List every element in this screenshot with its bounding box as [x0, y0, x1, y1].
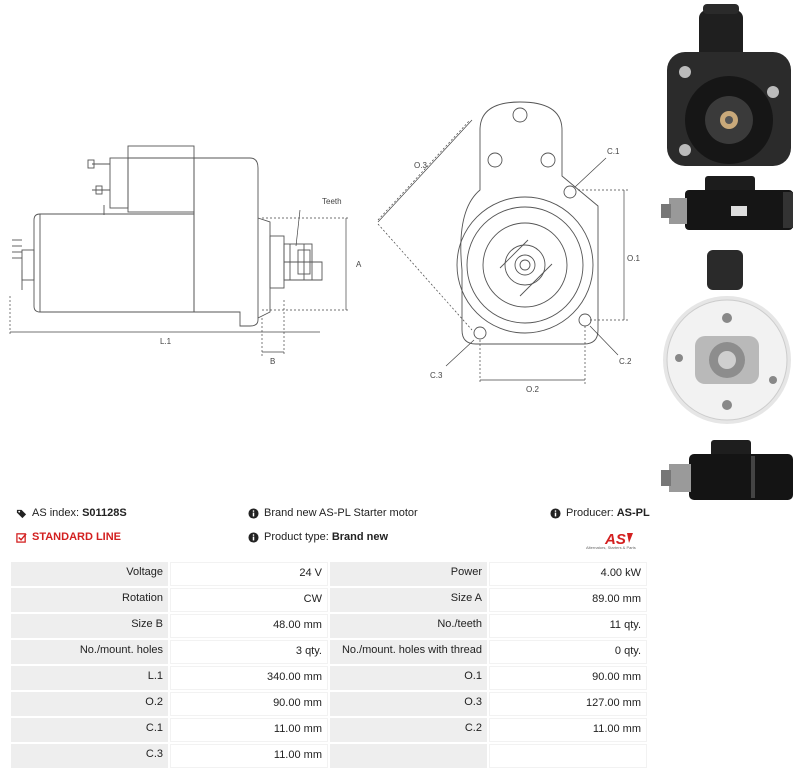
spec-value: 0 qty.	[488, 640, 647, 664]
teeth-label: Teeth	[322, 197, 342, 206]
checkbox-icon	[16, 532, 27, 543]
spec-label: O.2	[11, 692, 168, 716]
as-index: AS index: S01128S	[16, 507, 127, 519]
spec-label: O.1	[329, 666, 487, 690]
spec-label: O.3	[329, 692, 487, 716]
tags-icon	[16, 509, 27, 518]
spec-value: 11.00 mm	[488, 718, 647, 742]
spec-label: Rotation	[11, 588, 168, 612]
spec-label: Size B	[11, 614, 168, 638]
spec-value: 340.00 mm	[170, 666, 328, 690]
dimension-b-label: B	[270, 357, 275, 366]
spec-value: CW	[170, 588, 328, 612]
dimension-o1-label: O.1	[627, 254, 640, 263]
spec-label: L.1	[11, 666, 168, 690]
spec-value: 90.00 mm	[488, 666, 647, 690]
spec-value: 24 V	[170, 562, 328, 586]
spec-label: Size A	[329, 588, 487, 612]
info-icon	[248, 531, 259, 543]
spec-label: Power	[329, 562, 487, 586]
spec-label: No./mount. holes	[11, 640, 168, 664]
photo-rear-view	[663, 250, 791, 424]
spec-label: Voltage	[11, 562, 168, 586]
spec-value	[488, 744, 647, 768]
standard-line-row: STANDARD LINE	[16, 531, 121, 543]
producer-value: AS-PL	[616, 507, 650, 519]
dimension-o2-label: O.2	[526, 385, 539, 394]
product-description: Brand new AS-PL Starter motor	[264, 507, 418, 519]
product-photos	[661, 4, 793, 500]
photo-front-view	[667, 4, 791, 166]
spec-value: 90.00 mm	[170, 692, 328, 716]
dimension-l1-label: L.1	[160, 337, 172, 346]
spec-value: 11.00 mm	[170, 744, 328, 768]
producer-label: Producer:	[566, 507, 614, 519]
as-index-label: AS index:	[32, 507, 80, 519]
spec-value: 89.00 mm	[488, 588, 647, 612]
spec-value: 11 qty.	[488, 614, 647, 638]
spec-label: No./mount. holes with thread	[329, 640, 487, 664]
spec-label: No./teeth	[329, 614, 487, 638]
spec-value: 127.00 mm	[488, 692, 647, 716]
logo-text: AS	[604, 531, 626, 548]
spec-value: 48.00 mm	[170, 614, 328, 638]
dimension-a-label: A	[356, 260, 362, 269]
dimension-c1-label: C.1	[607, 147, 620, 156]
info-icon	[248, 507, 259, 519]
dimension-c3-label: C.3	[430, 371, 443, 380]
spec-label	[329, 744, 487, 768]
product-type-label: Product type:	[264, 531, 329, 543]
spec-label: C.2	[329, 718, 487, 742]
product-type-row: Product type: Brand new	[248, 531, 388, 543]
front-view-outline	[460, 101, 599, 345]
dimension-o3-label: O.3	[414, 161, 427, 170]
standard-line-label: STANDARD LINE	[32, 531, 122, 543]
solenoid-outline	[127, 145, 195, 213]
info-icon	[550, 507, 561, 519]
spec-label: C.3	[11, 744, 168, 768]
dimension-c2-label: C.2	[619, 357, 632, 366]
product-type-value: Brand new	[331, 531, 389, 543]
as-index-value: S01128S	[82, 507, 127, 519]
technical-drawing: Teeth A B L.1 O.3 C.1 O.1 C.2 C.3	[9, 101, 640, 394]
as-pl-logo: AS	[604, 531, 633, 548]
description-row: Brand new AS-PL Starter motor	[248, 507, 418, 519]
spec-label: C.1	[11, 718, 168, 742]
photo-side-view	[661, 176, 793, 230]
spec-value: 4.00 kW	[488, 562, 647, 586]
spec-value: 11.00 mm	[170, 718, 328, 742]
photo-side-view-2	[661, 440, 793, 500]
spec-value: 3 qty.	[170, 640, 328, 664]
logo-tagline: Alternators, Starters & Parts	[586, 545, 636, 550]
producer-row: Producer: AS-PL	[550, 507, 650, 519]
motor-body-outline	[33, 213, 195, 313]
